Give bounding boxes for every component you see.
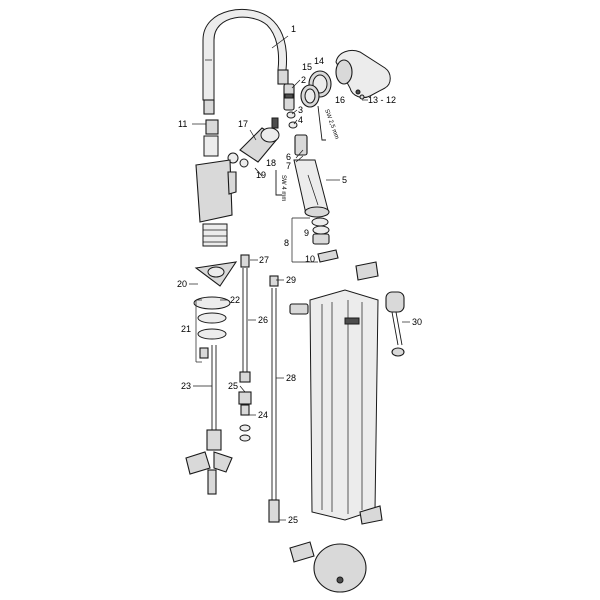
label-5: 5	[342, 175, 347, 185]
aerator-parts	[311, 217, 339, 263]
label-29: 29	[286, 275, 296, 285]
label-25-a: 25	[228, 381, 238, 391]
label-28: 28	[286, 373, 296, 383]
label-7: 7	[286, 161, 291, 171]
handle-lever	[335, 49, 391, 100]
label-22: 22	[230, 295, 240, 305]
label-17: 17	[238, 119, 248, 129]
cover-rings	[300, 70, 332, 108]
label-24: 24	[258, 410, 268, 420]
label-18: 18	[266, 158, 276, 168]
part-labels: 1 2 3 4 5 6 7 8 9 10 11 13 - 12 14 15 16…	[177, 24, 422, 525]
cartridge	[227, 117, 280, 177]
rail-panel	[289, 261, 383, 525]
label-27: 27	[259, 255, 269, 265]
hand-shower-holder	[385, 291, 405, 357]
label-19: 19	[256, 170, 266, 180]
small-o-rings	[286, 111, 298, 129]
label-21: 21	[181, 324, 191, 334]
label-30: 30	[412, 317, 422, 327]
mounting-plate	[194, 261, 238, 287]
fittings-24-25	[238, 391, 252, 442]
label-4: 4	[298, 115, 303, 125]
label-26: 26	[258, 315, 268, 325]
allen-key-2-5: SW 2,5 mm	[317, 105, 339, 141]
label-25-b: 25	[288, 515, 298, 525]
hose-26	[239, 254, 251, 383]
hose-28	[268, 275, 280, 523]
label-15: 15	[302, 62, 312, 72]
leader-lines	[189, 35, 410, 521]
allen-key-label-b: SW 2,5 mm	[323, 109, 339, 141]
label-23: 23	[181, 381, 191, 391]
allen-key-label-a: SW 4 mm	[280, 175, 286, 201]
threaded-rod	[185, 345, 233, 495]
label-1: 1	[291, 24, 296, 34]
label-3: 3	[298, 105, 303, 115]
label-16: 16	[335, 95, 345, 105]
label-9: 9	[304, 228, 309, 238]
allen-key-4: SW 4 mm	[275, 170, 286, 201]
spout-connector	[283, 83, 295, 111]
spray-head	[293, 134, 330, 218]
label-2: 2	[301, 75, 306, 85]
label-12: 13 - 12	[368, 95, 396, 105]
label-6: 6	[286, 152, 291, 162]
label-10: 10	[305, 254, 315, 264]
label-20: 20	[177, 279, 187, 289]
label-8: 8	[284, 238, 289, 248]
faucet-body	[195, 119, 237, 247]
label-11: 11	[178, 119, 187, 129]
base-plate	[289, 541, 367, 593]
spout	[202, 8, 289, 115]
label-14: 14	[314, 56, 324, 66]
